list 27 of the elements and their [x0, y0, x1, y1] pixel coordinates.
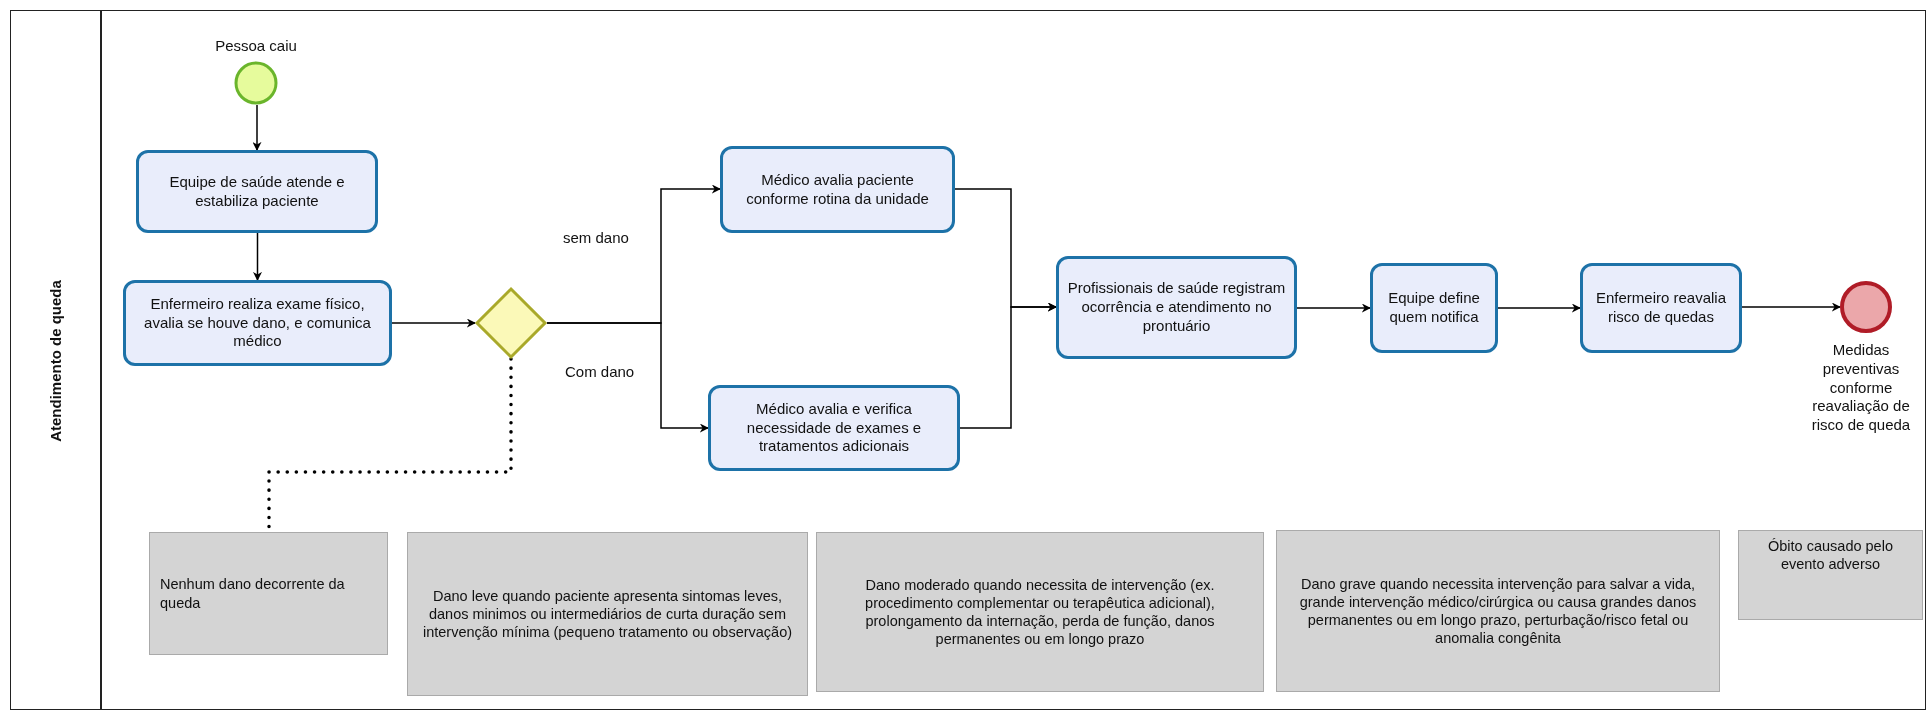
annotation-box: Óbito causado pelo evento adverso [1738, 530, 1923, 620]
sequence-arrow [391, 318, 476, 328]
sequence-arrow [1296, 303, 1371, 313]
process-box: Médico avalia paciente conforme rotina da unidade [720, 146, 955, 233]
start-event-circle [234, 61, 278, 105]
process-box: Profissionais de saúde registram ocorrência e atendimento no prontuário [1056, 256, 1297, 359]
end-event-circle [1840, 281, 1892, 333]
process-box: Médico avalia e verifica necessidade de exames e tratamentos adicionais [708, 385, 960, 471]
gateway-diamond [475, 287, 547, 359]
sequence-arrow [252, 104, 262, 151]
annotation-box: Dano leve quando paciente apresenta sintomas leves, danos minimos ou intermediários de curta duração sem intervenção mínima (pequeno tratamento ou observação) [407, 532, 808, 696]
process-box: Equipe de saúde atende e estabiliza paciente [136, 150, 378, 233]
annotation-box: Dano moderado quando necessita de intervenção (ex. procedimento complementar ou terapêutica adicional), prolongamento da internação, perda de função, danos permanentes ou em longo prazo [816, 532, 1264, 692]
sequence-arrow [959, 302, 1057, 429]
sequence-arrow [546, 322, 709, 433]
lane-title: Atendimento de queda [46, 280, 65, 442]
process-box: Enfermeiro realiza exame físico, avalia se houve dano, e comunica médico [123, 280, 392, 366]
event-label: Pessoa caiu [214, 37, 298, 56]
event-label: Medidas preventivas conforme reavaliação de risco de queda [1810, 341, 1912, 435]
swimlane [10, 10, 1926, 710]
sequence-arrow [253, 232, 262, 281]
process-box: Equipe define quem notifica [1370, 263, 1498, 353]
annotation-box: Dano grave quando necessita intervenção para salvar a vida, grande intervenção médico/cirúrgica ou causa grandes danos permanentes ou em longo prazo, perturbação/risco fetal ou anomalia congênita [1276, 530, 1720, 692]
sequence-arrow [1497, 303, 1581, 313]
process-box: Enfermeiro reavalia risco de quedas [1580, 263, 1742, 353]
annotation-box: Nenhum dano decorrente da queda [149, 532, 388, 655]
sequence-arrow [1741, 302, 1841, 312]
